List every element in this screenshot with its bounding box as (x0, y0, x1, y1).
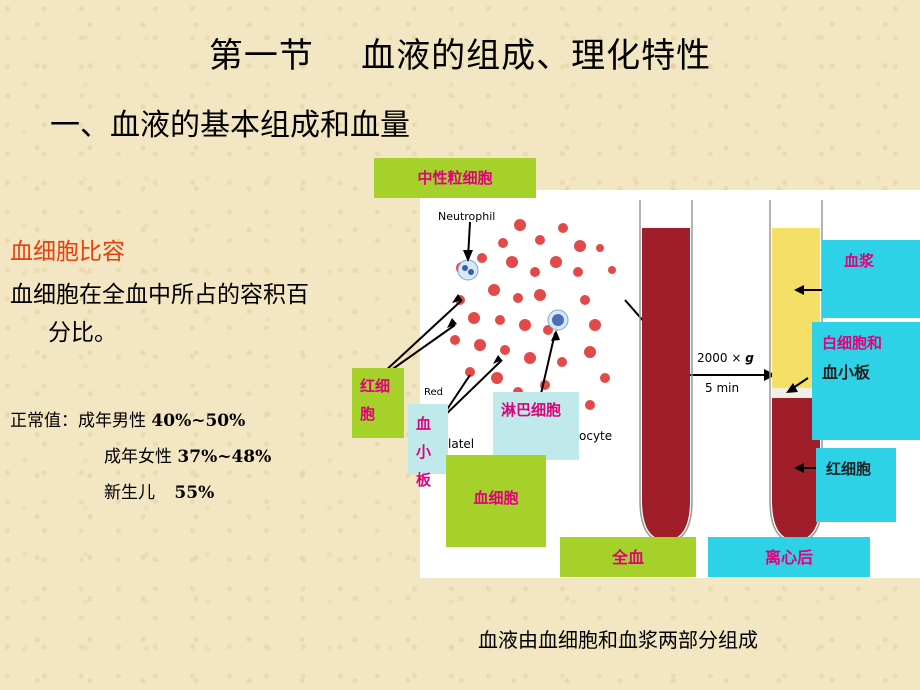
section-subtitle: 一、血液的基本组成和血量 (50, 108, 410, 143)
neutrophil-text: Neutrophil (438, 210, 495, 223)
wbc-platelet-line-2: 血小板 (822, 363, 871, 382)
neutrophil-cell-icon (457, 259, 479, 281)
range-female: 37%~48% (177, 447, 272, 467)
rbc-right-label: 红细胞 (816, 448, 896, 522)
rbc-dots (450, 219, 616, 410)
normal-value-row-female: 成年女性 37%~48% (104, 442, 271, 467)
range-male: 40%~50% (151, 411, 246, 431)
wbc-platelet-line-1: 白细胞和 (822, 334, 883, 352)
rbc-label: 红细胞 (352, 368, 404, 438)
neutrophil-label: 中性粒细胞 (374, 158, 536, 198)
definition-line-1: 血细胞在全血中所占的容积百 (10, 282, 309, 308)
definition-line-2: 分比。 (48, 320, 117, 346)
group-male: 成年男性 (78, 411, 146, 431)
centrifuge-arrow (684, 369, 776, 381)
platelet-label: 血小板 (408, 404, 448, 489)
range-newborn: 55% (174, 483, 215, 503)
normal-value-row-newborn: 新生儿 55% (104, 478, 214, 503)
whole-blood-label: 全血 (560, 537, 696, 577)
blood-cells-label: 血细胞 (446, 455, 546, 547)
wbc-platelet-label: 白细胞和 血小板 (812, 322, 920, 440)
plasma-label: 血浆 (822, 240, 920, 318)
hematocrit-definition: 血细胞在全血中所占的容积百 分比。 (10, 276, 428, 352)
lymphocyte-label: 淋巴细胞 (493, 392, 579, 460)
lymphocyte-cell-icon (547, 309, 569, 331)
time-text: 5 min (705, 381, 739, 395)
hematocrit-heading: 血细胞比容 (10, 239, 125, 265)
red-text: Red (424, 387, 443, 398)
slide-title: 第一节 血液的组成、理化特性 (208, 36, 712, 76)
normal-label: 正常值： (10, 411, 78, 431)
platelet-text-fragment: latel (448, 437, 474, 451)
after-centrifuge-label: 离心后 (708, 537, 870, 577)
lymphocyte-text-fragment: ocyte (579, 429, 612, 443)
figure-caption: 血液由血细胞和血浆两部分组成 (478, 628, 758, 652)
whole-blood-tube (639, 200, 693, 543)
group-newborn: 新生儿 (104, 483, 155, 503)
speed-text: 2000 × g (697, 351, 754, 365)
normal-value-row-male: 正常值：成年男性 40%~50% (10, 406, 245, 431)
arrow-heads-left (447, 250, 560, 364)
group-female: 成年女性 (104, 447, 172, 467)
